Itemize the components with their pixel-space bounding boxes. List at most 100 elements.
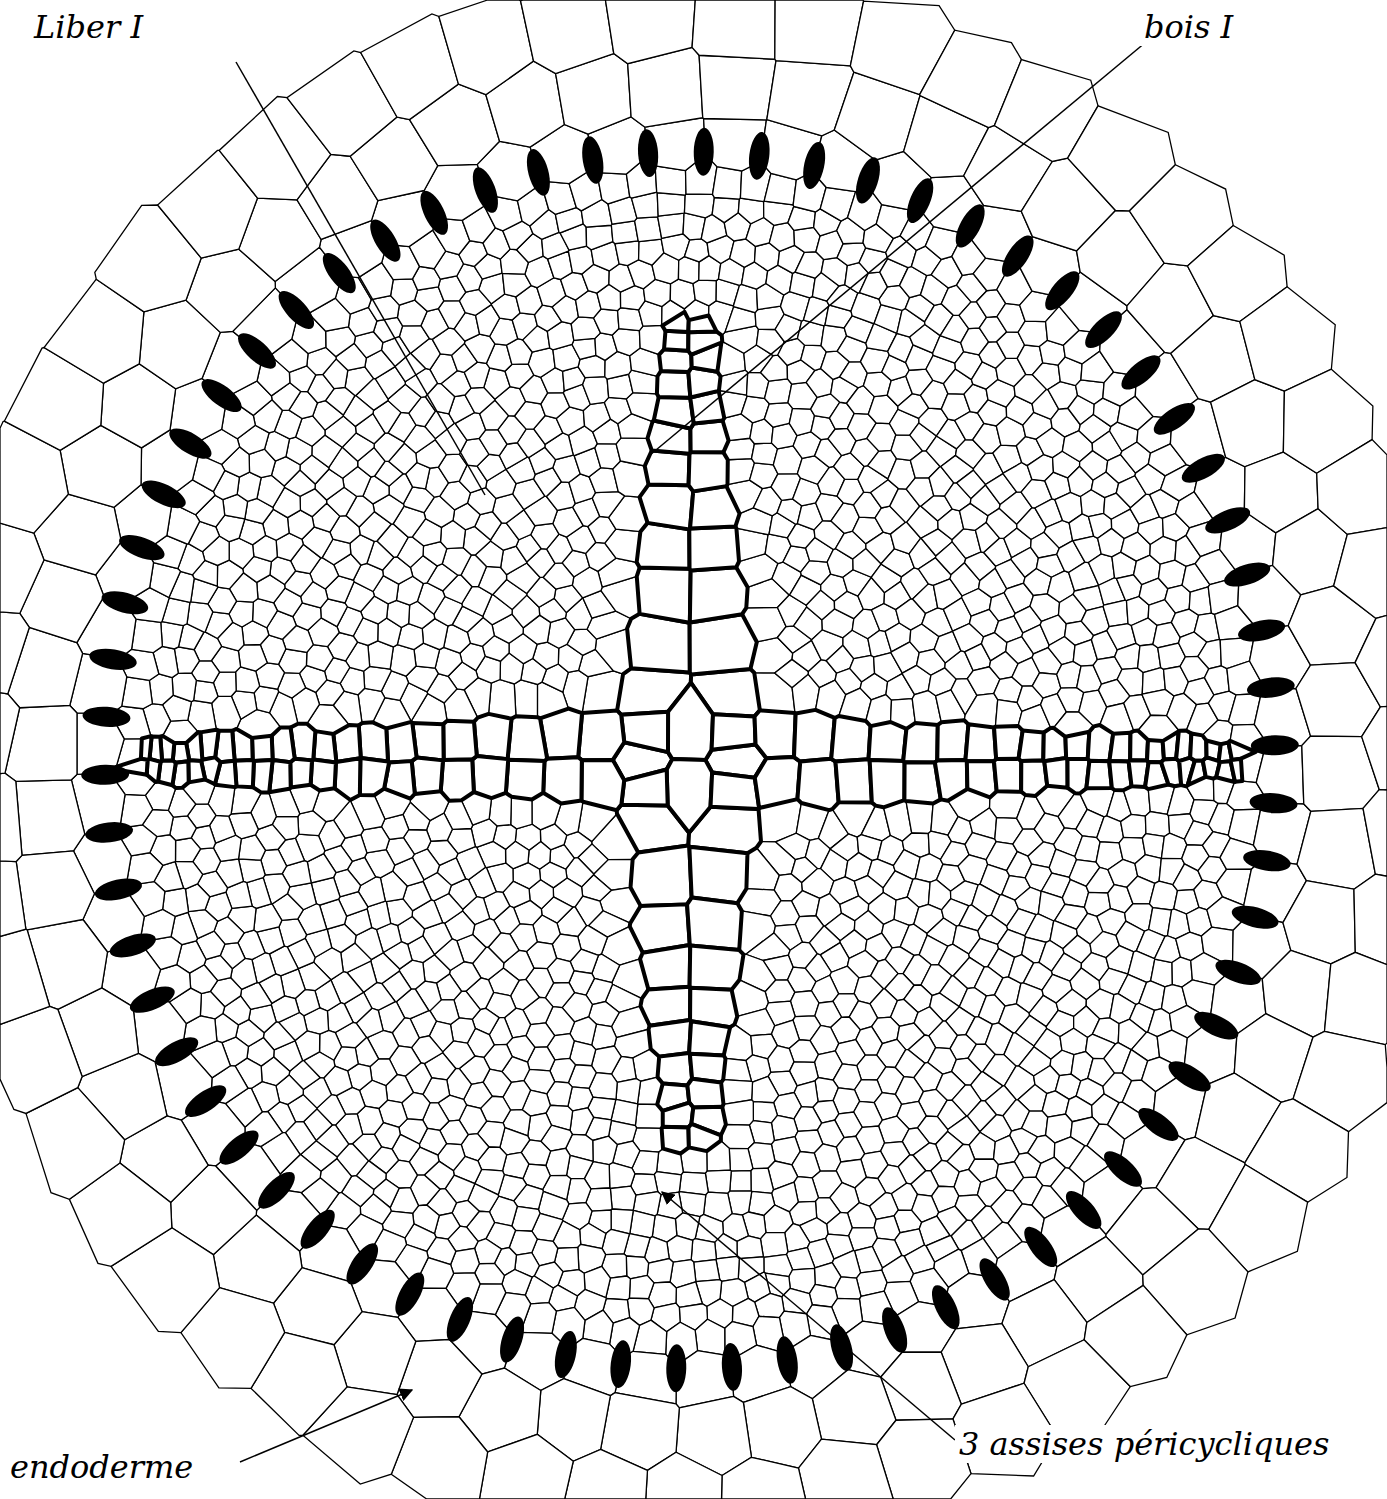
cell bbox=[609, 1163, 635, 1189]
xylem-cell bbox=[272, 727, 295, 762]
xylem-cell bbox=[935, 760, 967, 801]
cell bbox=[132, 619, 163, 653]
cell bbox=[0, 1006, 82, 1113]
cell bbox=[737, 1236, 763, 1259]
cell bbox=[187, 602, 213, 632]
cell bbox=[667, 1236, 693, 1263]
xylem-cell bbox=[667, 759, 712, 833]
cell bbox=[629, 1275, 654, 1298]
cell bbox=[0, 693, 20, 774]
xylem-cell bbox=[141, 736, 152, 760]
cell bbox=[175, 838, 200, 862]
cell bbox=[768, 1046, 794, 1073]
cell bbox=[794, 1107, 822, 1132]
cell bbox=[170, 816, 197, 841]
xylem-cell bbox=[1065, 732, 1089, 759]
xylem-cell bbox=[640, 945, 690, 989]
cell bbox=[200, 991, 224, 1019]
xylem-cell bbox=[831, 716, 870, 762]
xylem-cell bbox=[1043, 728, 1066, 761]
cell bbox=[954, 1169, 981, 1196]
cell bbox=[775, 0, 864, 66]
xylem-cell bbox=[869, 722, 907, 761]
xylem-cell bbox=[688, 1124, 720, 1151]
cell bbox=[358, 688, 385, 723]
cell bbox=[568, 246, 593, 274]
cell bbox=[730, 1171, 751, 1192]
cell bbox=[695, 1319, 725, 1355]
xylem-cell bbox=[640, 485, 694, 530]
cell bbox=[1198, 639, 1221, 668]
xylem-cell bbox=[1109, 733, 1130, 762]
xylem-cell bbox=[794, 710, 835, 762]
cell bbox=[630, 1210, 655, 1237]
cell bbox=[765, 379, 792, 404]
xylem-cell bbox=[441, 760, 474, 801]
xylem-cell bbox=[690, 420, 728, 452]
xylem-cell bbox=[688, 332, 722, 355]
xylem-cell bbox=[1044, 758, 1067, 788]
xylem-cell bbox=[712, 714, 756, 750]
cell bbox=[615, 241, 639, 266]
cell bbox=[1145, 812, 1169, 837]
cell bbox=[270, 557, 296, 585]
xylem-cell bbox=[937, 720, 968, 760]
cell bbox=[782, 1288, 812, 1313]
cell bbox=[738, 198, 763, 224]
cell bbox=[1150, 536, 1176, 564]
cell bbox=[391, 279, 418, 305]
cell bbox=[254, 686, 279, 713]
xylem-cell bbox=[835, 759, 871, 802]
xylem-cell bbox=[689, 847, 747, 903]
cell bbox=[586, 225, 613, 250]
xylem-cell bbox=[649, 1020, 692, 1057]
xylem-cell bbox=[543, 757, 582, 803]
cell bbox=[699, 55, 776, 120]
cell bbox=[646, 1452, 722, 1499]
cell bbox=[16, 851, 94, 930]
cell bbox=[1334, 528, 1387, 619]
cell bbox=[0, 612, 29, 694]
xylem-cell bbox=[1019, 731, 1044, 761]
cell bbox=[882, 1255, 914, 1282]
cell bbox=[439, 0, 534, 95]
xylem-cell bbox=[967, 761, 997, 797]
cell bbox=[592, 492, 624, 518]
cell bbox=[1324, 952, 1387, 1044]
xylem-cell bbox=[581, 760, 624, 810]
cell bbox=[0, 929, 50, 1024]
xylem-cell bbox=[755, 757, 800, 808]
cell bbox=[722, 1457, 806, 1499]
cell bbox=[610, 1186, 636, 1210]
xylem-cell bbox=[657, 371, 690, 398]
cell bbox=[194, 680, 218, 703]
cell bbox=[812, 1370, 896, 1445]
cell bbox=[605, 0, 695, 64]
cell bbox=[1084, 1285, 1187, 1386]
cell bbox=[1103, 600, 1128, 626]
xylem-cell bbox=[506, 760, 545, 800]
cell bbox=[746, 848, 779, 890]
xylem-cell bbox=[663, 1103, 694, 1128]
cell bbox=[765, 980, 795, 1003]
xylem-cell bbox=[508, 716, 548, 761]
cell bbox=[1062, 880, 1088, 908]
cell bbox=[514, 680, 537, 717]
cell bbox=[215, 1013, 239, 1042]
xylem-cell bbox=[711, 772, 760, 809]
xylem-cell bbox=[188, 760, 205, 782]
cell bbox=[1115, 643, 1140, 669]
cell bbox=[770, 901, 799, 926]
cell bbox=[835, 1277, 861, 1299]
cell bbox=[764, 403, 792, 428]
xylem-cell bbox=[687, 898, 742, 950]
cell bbox=[755, 1293, 784, 1317]
cell bbox=[172, 673, 196, 702]
xylem-cell bbox=[335, 758, 361, 800]
xylem-cell bbox=[386, 722, 416, 763]
cell bbox=[0, 523, 44, 613]
cell bbox=[1297, 808, 1375, 889]
cell bbox=[612, 329, 640, 356]
cell bbox=[729, 1148, 753, 1171]
cell bbox=[692, 0, 775, 59]
